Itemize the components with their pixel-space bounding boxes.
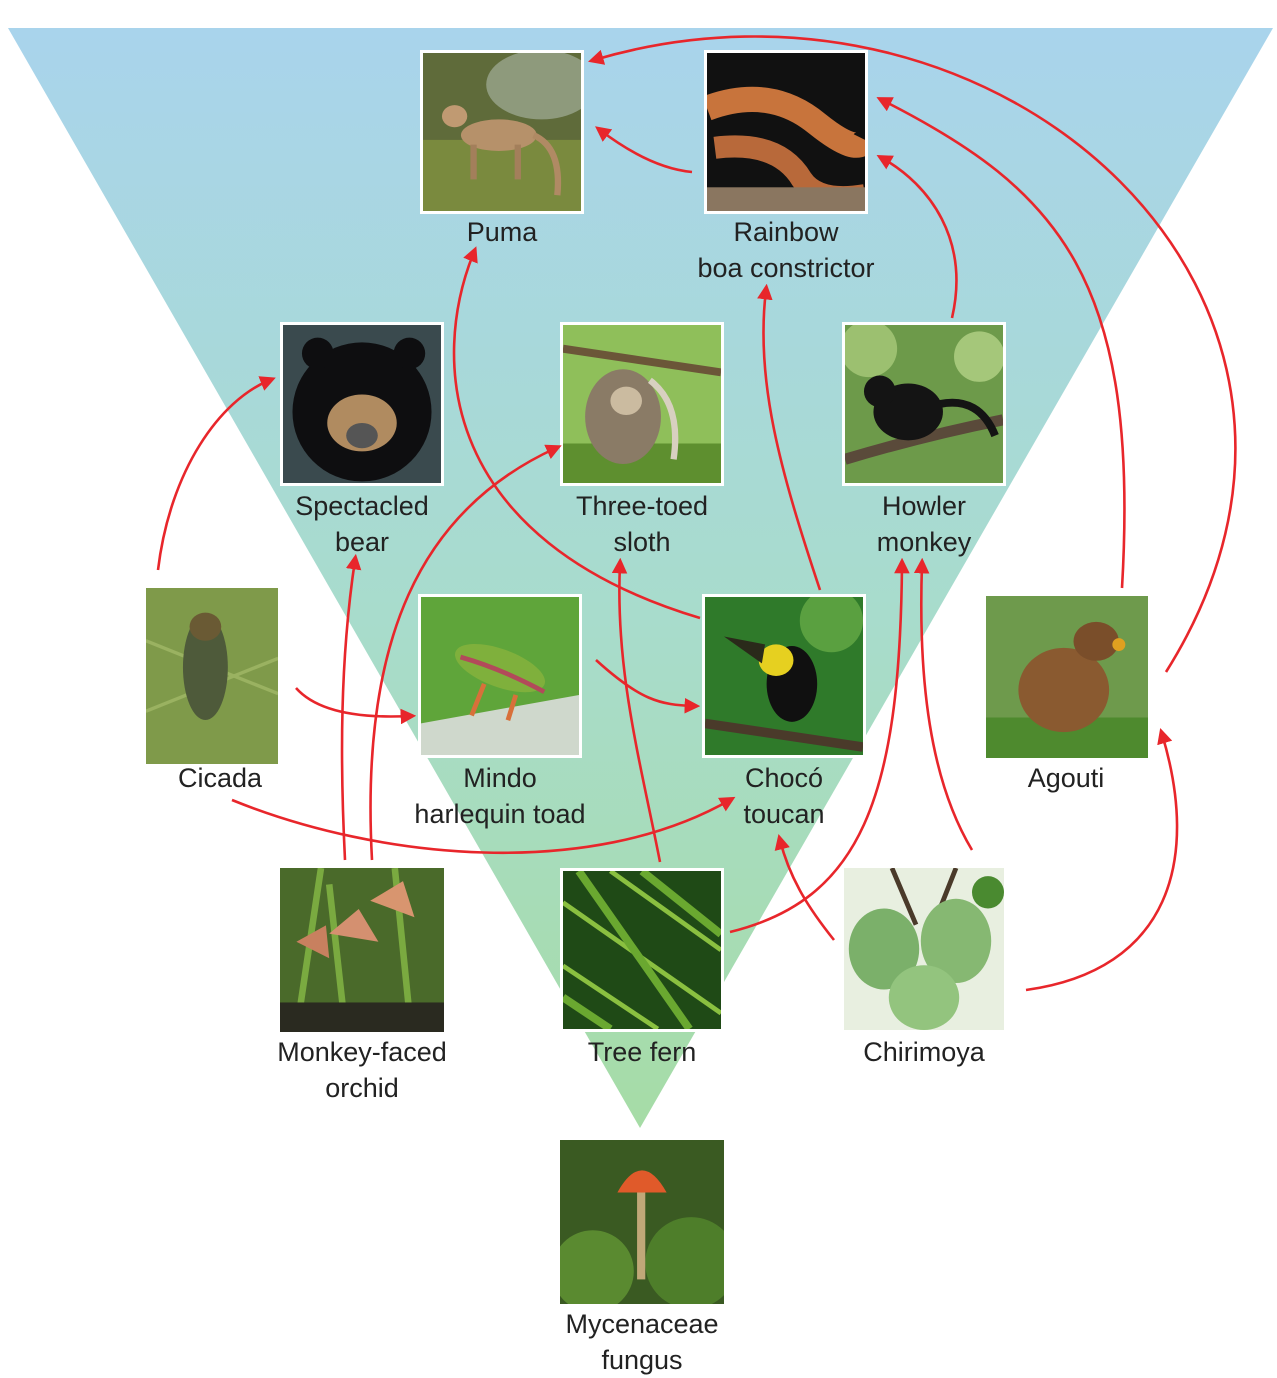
arrow-fern-to-sloth bbox=[619, 564, 660, 862]
arrow-agouti-to-puma bbox=[594, 36, 1235, 672]
arrow-cicada-to-bear bbox=[158, 380, 270, 570]
arrow-orchid-to-sloth bbox=[371, 448, 556, 860]
arrow-cicada-to-toad bbox=[296, 688, 410, 716]
arrow-chirimoya-to-toucan bbox=[780, 840, 834, 940]
arrow-boa-to-puma bbox=[600, 130, 692, 172]
arrow-orchid-to-bear bbox=[342, 560, 355, 860]
arrow-chirimoya-to-agouti bbox=[1026, 734, 1177, 990]
arrow-toucan-to-boa bbox=[763, 290, 820, 590]
arrow-agouti-to-boa bbox=[882, 100, 1124, 588]
arrow-toad-to-toucan bbox=[596, 660, 694, 706]
arrow-toucan-to-puma bbox=[454, 252, 700, 618]
arrow-chirimoya-to-howler bbox=[921, 564, 972, 850]
arrow-fern-to-howler bbox=[730, 564, 902, 932]
arrow-howler-to-boa bbox=[882, 158, 956, 318]
